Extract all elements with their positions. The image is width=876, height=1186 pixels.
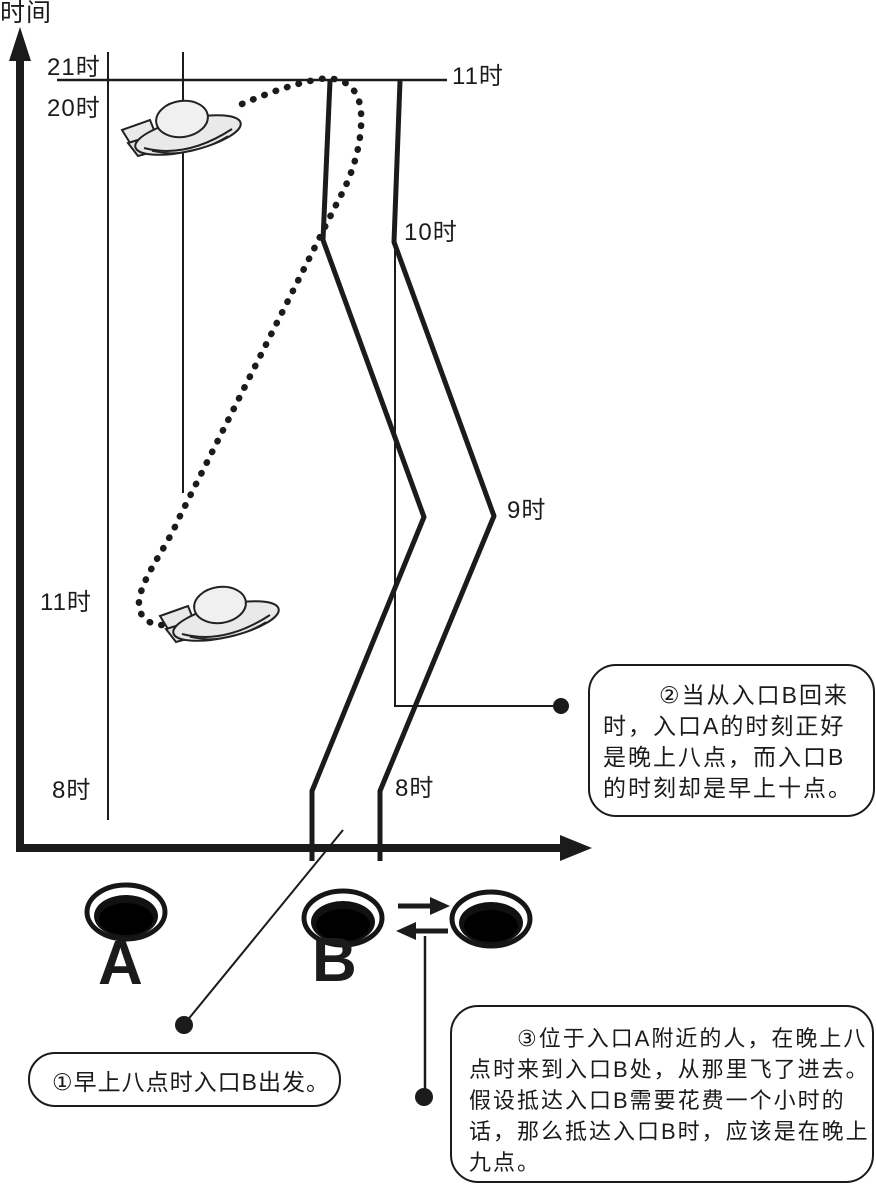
callout-2: ②当从入口B回来 时，入口A的时刻正好 是晚上八点，而入口B 的时刻却是早上十点… bbox=[588, 664, 875, 817]
wormhole-tube-right bbox=[377, 80, 497, 861]
wormhole-tube-left bbox=[309, 80, 427, 861]
tick-8h-right: 8时 bbox=[395, 775, 435, 802]
callout-1-text: ①早上八点时入口B出发。 bbox=[52, 1068, 330, 1095]
tick-11h-left: 11时 bbox=[40, 589, 92, 616]
callout-2-line-2: 时，入口A的时刻正好 bbox=[603, 713, 846, 739]
tick-21h: 21时 bbox=[47, 54, 101, 81]
ufo-icon bbox=[121, 96, 246, 164]
callout-2-line-1: ②当从入口B回来 bbox=[659, 682, 849, 708]
callout2-connector bbox=[394, 244, 553, 707]
axis-arrow-up-icon bbox=[9, 27, 31, 61]
callout-3: ③位于入口A附近的人，在晚上八 点时来到入口B处，从那里飞了进去。 假设抵达入口… bbox=[450, 1005, 874, 1183]
callout-3-line-5: 九点。 bbox=[469, 1150, 542, 1175]
callout-2-line-4: 的时刻却是早上十点。 bbox=[603, 775, 853, 801]
entrance-b-moved-hole-icon bbox=[452, 892, 530, 946]
flight-path-dotted bbox=[135, 75, 365, 629]
entrance-b-label: B bbox=[312, 926, 357, 995]
ufo-icon bbox=[159, 582, 284, 650]
entrance-a-label: A bbox=[98, 929, 143, 998]
tick-8h-left: 8时 bbox=[52, 777, 92, 804]
tick-11h-right: 11时 bbox=[452, 63, 504, 90]
axis-arrow-right-icon bbox=[560, 835, 592, 861]
callout1-connector bbox=[185, 829, 344, 1023]
callout-3-line-4: 话，那么抵达入口B时，应该是在晚上 bbox=[469, 1119, 870, 1144]
callout2-dot bbox=[553, 698, 569, 714]
callout-3-line-1: ③位于入口A附近的人，在晚上八 bbox=[517, 1026, 868, 1051]
callout1-dot bbox=[175, 1016, 193, 1034]
callout-3-line-3: 假设抵达入口B需要花费一个小时的 bbox=[469, 1088, 846, 1113]
tick-10h: 10时 bbox=[404, 219, 458, 246]
callout-1: ①早上八点时入口B出发。 bbox=[28, 1052, 341, 1107]
tick-20h: 20时 bbox=[47, 95, 101, 122]
arrow-right-icon bbox=[398, 897, 450, 915]
tick-9h: 9时 bbox=[507, 497, 547, 524]
callout-2-line-3: 是晚上八点，而入口B bbox=[603, 744, 846, 770]
arrow-left-icon bbox=[396, 922, 448, 940]
time-axis-label: 时间 bbox=[0, 0, 53, 27]
callout3-dot bbox=[415, 1088, 433, 1106]
callout-3-line-2: 点时来到入口B处，从那里飞了进去。 bbox=[469, 1057, 870, 1082]
